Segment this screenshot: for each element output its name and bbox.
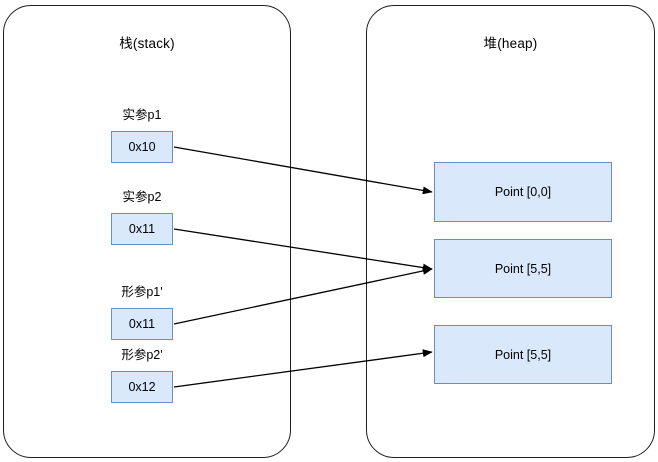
heap-region [366, 5, 655, 458]
heap-cell-point-5-5-b[interactable]: Point [5,5] [434, 325, 612, 384]
heap-cell-point-5-5-a[interactable]: Point [5,5] [434, 239, 612, 298]
stack-cell-label-2: 形参p1' [121, 285, 163, 299]
stack-cell-label-1: 实参p2 [122, 190, 162, 204]
stack-cell-p2-formal[interactable]: 0x12 [111, 371, 173, 403]
stack-cell-label-0: 实参p1 [122, 108, 162, 122]
stack-cell-label-3: 形参p2' [121, 348, 163, 362]
stack-cell-p2[interactable]: 0x11 [111, 213, 173, 245]
heap-cell-point-0-0[interactable]: Point [0,0] [434, 162, 612, 222]
stack-region-title: 栈(stack) [119, 36, 175, 51]
heap-region-title: 堆(heap) [483, 36, 538, 51]
stack-cell-p1[interactable]: 0x10 [111, 131, 173, 163]
stack-cell-p1-formal[interactable]: 0x11 [111, 308, 173, 340]
